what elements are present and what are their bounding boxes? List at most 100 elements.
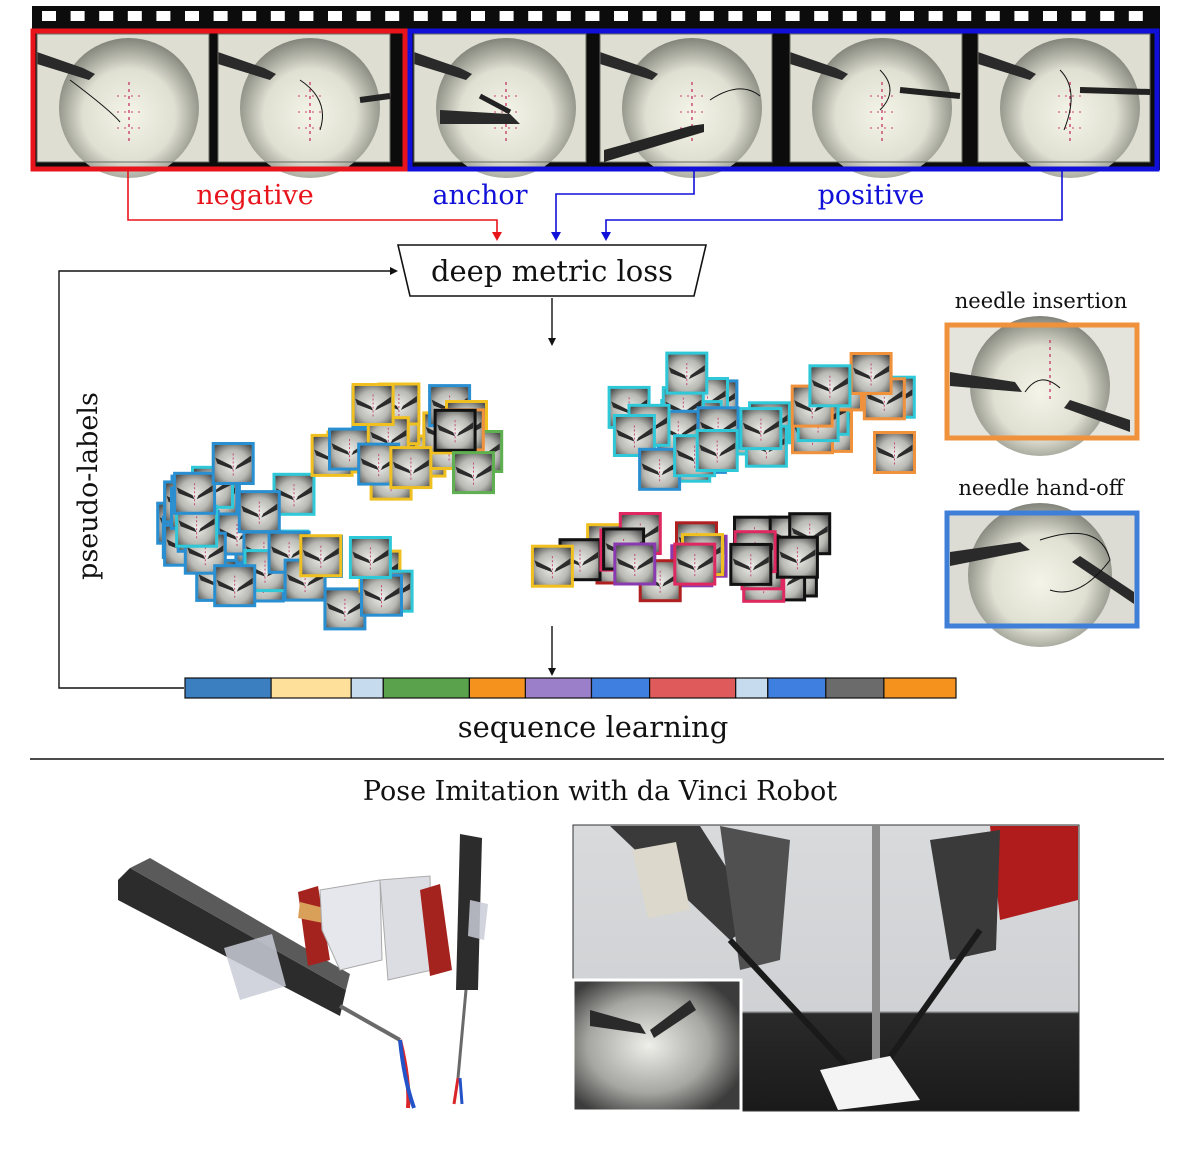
film-sprocket-hole bbox=[814, 11, 829, 21]
right-robot-arm bbox=[930, 830, 1000, 960]
sequence-segment bbox=[270, 677, 352, 699]
pseudo-labels-label: pseudo-labels bbox=[73, 392, 104, 580]
negative-connector bbox=[127, 170, 502, 241]
film-sprocket-hole bbox=[499, 11, 514, 21]
right-instrument-arm bbox=[456, 834, 482, 990]
sequence-segment bbox=[468, 677, 527, 699]
positive-label: positive bbox=[818, 180, 925, 211]
film-sprocket-hole bbox=[842, 11, 857, 21]
negative-highlight-box bbox=[30, 28, 408, 172]
film-sprocket-hole bbox=[585, 11, 600, 21]
frame-2 bbox=[217, 33, 391, 179]
loss-block bbox=[396, 244, 708, 297]
film-sprocket-hole bbox=[356, 11, 371, 21]
film-sprocket-hole bbox=[1014, 11, 1029, 21]
negative-label: negative bbox=[196, 180, 313, 211]
embedding-thumbnail bbox=[695, 429, 739, 472]
film-sprocket-hole bbox=[471, 11, 485, 21]
embedding-to-sequence-arrow bbox=[548, 626, 556, 676]
frame-6 bbox=[977, 33, 1151, 179]
film-sprocket-hole bbox=[442, 11, 457, 21]
positive-connector bbox=[601, 170, 1063, 241]
embedding-thumbnail bbox=[213, 564, 257, 608]
embedding-thumbnail bbox=[613, 542, 657, 586]
embedding-thumbnail bbox=[211, 442, 255, 485]
left-instrument-arm bbox=[118, 868, 346, 1016]
anchor-positive-highlight-box bbox=[407, 28, 1160, 172]
embedding-thumbnail bbox=[433, 408, 477, 452]
film-sprocket-hole bbox=[1043, 11, 1057, 21]
film-sprocket-hole bbox=[642, 11, 657, 21]
sequence-segment bbox=[590, 677, 651, 699]
pseudo-label-feedback-arrow bbox=[58, 267, 398, 689]
embedding-thumbnail bbox=[739, 407, 783, 451]
film-sprocket-hole bbox=[42, 11, 56, 21]
embedding-thumbnail bbox=[452, 451, 495, 495]
sequence-segment bbox=[184, 677, 272, 699]
film-sprocket-hole bbox=[928, 11, 943, 21]
example-needle-handoff bbox=[944, 503, 1140, 647]
embedding-thumbnail bbox=[673, 542, 717, 586]
film-sprocket-hole bbox=[699, 11, 714, 21]
sequence-segment bbox=[767, 677, 827, 699]
sequence-segment bbox=[825, 677, 885, 699]
endoscope-inset bbox=[571, 978, 743, 1113]
embedding-thumbnail bbox=[530, 544, 574, 588]
film-sprocket-hole bbox=[185, 11, 199, 21]
film-sprocket-hole bbox=[757, 11, 771, 21]
right-gimbal bbox=[420, 884, 452, 976]
sequence-segment bbox=[883, 677, 957, 699]
frame-1 bbox=[36, 33, 210, 179]
sequence-segment bbox=[524, 677, 593, 699]
example-border-needle-insertion bbox=[944, 322, 1140, 441]
embedding-thumbnail bbox=[808, 364, 852, 408]
left-arm-bracket bbox=[224, 934, 286, 1000]
embedding-thumbnail bbox=[729, 542, 773, 586]
film-sprocket-hole bbox=[299, 11, 314, 21]
film-sprocket-hole bbox=[413, 11, 428, 21]
embedding-cluster-plot bbox=[156, 351, 916, 631]
film-sprocket-hole bbox=[213, 11, 228, 21]
sequence-segment bbox=[350, 677, 384, 699]
film-sprocket-hole bbox=[1100, 11, 1115, 21]
anchor-connector bbox=[551, 170, 695, 241]
loss-label: deep metric loss bbox=[431, 254, 673, 288]
film-sprocket-hole bbox=[785, 11, 800, 21]
sequence-segment bbox=[735, 677, 769, 699]
film-sprocket-hole bbox=[957, 11, 972, 21]
embedding-thumbnail bbox=[665, 351, 709, 395]
film-sprocket-hole bbox=[871, 11, 886, 21]
embedding-thumbnail bbox=[173, 471, 217, 515]
tissue-pad bbox=[820, 1056, 920, 1110]
frame-4 bbox=[599, 33, 773, 179]
embedding-thumbnail bbox=[389, 446, 433, 490]
sequence-bar bbox=[184, 677, 957, 699]
loss-to-embedding-arrow bbox=[548, 298, 556, 346]
film-sprocket-hole bbox=[985, 11, 1000, 21]
right-motor-pack bbox=[990, 826, 1078, 920]
sequence-learning-label: sequence learning bbox=[458, 710, 729, 744]
example-label-needle-handoff: needle hand-off bbox=[958, 476, 1125, 500]
robot-photo bbox=[571, 824, 1080, 1113]
film-sprockets bbox=[42, 11, 1143, 21]
film-sprocket-hole bbox=[556, 11, 571, 21]
sequence-segment bbox=[382, 677, 470, 699]
film-sprocket-hole bbox=[270, 11, 285, 21]
embedding-thumbnail bbox=[299, 534, 343, 578]
section-title: Pose Imitation with da Vinci Robot bbox=[363, 776, 837, 807]
film-sprocket-hole bbox=[1071, 11, 1086, 21]
film-sprocket-hole bbox=[70, 11, 85, 21]
film-sprocket-hole bbox=[242, 11, 257, 21]
film-sprocket-hole bbox=[614, 11, 628, 21]
film-sprocket-hole bbox=[328, 11, 342, 21]
left-actuator-block bbox=[319, 879, 383, 971]
embedding-thumbnail bbox=[360, 573, 403, 617]
embedding-thumbnail bbox=[612, 414, 656, 457]
film-sprocket-hole bbox=[385, 11, 400, 21]
film-sprocket-hole bbox=[99, 11, 114, 21]
anchor-label: anchor bbox=[432, 180, 527, 211]
film-sprocket-hole bbox=[728, 11, 743, 21]
frame-5 bbox=[789, 33, 963, 179]
film-sprocket-hole bbox=[1128, 11, 1143, 21]
embedding-thumbnail bbox=[849, 352, 893, 395]
